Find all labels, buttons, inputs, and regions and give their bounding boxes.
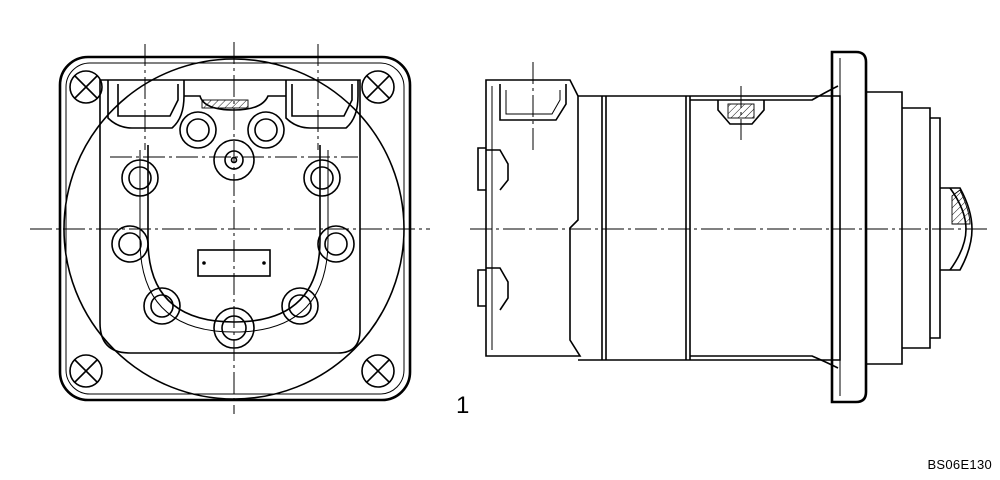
callout-number: 1 [456, 392, 470, 419]
end-cover [99, 79, 361, 354]
mounting-holes [69, 70, 395, 388]
side-view [470, 50, 990, 404]
front-view [30, 42, 430, 414]
side-end-cover [485, 79, 582, 357]
reference-code: BS06E130 [927, 457, 992, 472]
motor-housing [578, 95, 841, 361]
output-flange [830, 50, 868, 404]
right-port [285, 80, 359, 129]
left-port [107, 80, 185, 129]
